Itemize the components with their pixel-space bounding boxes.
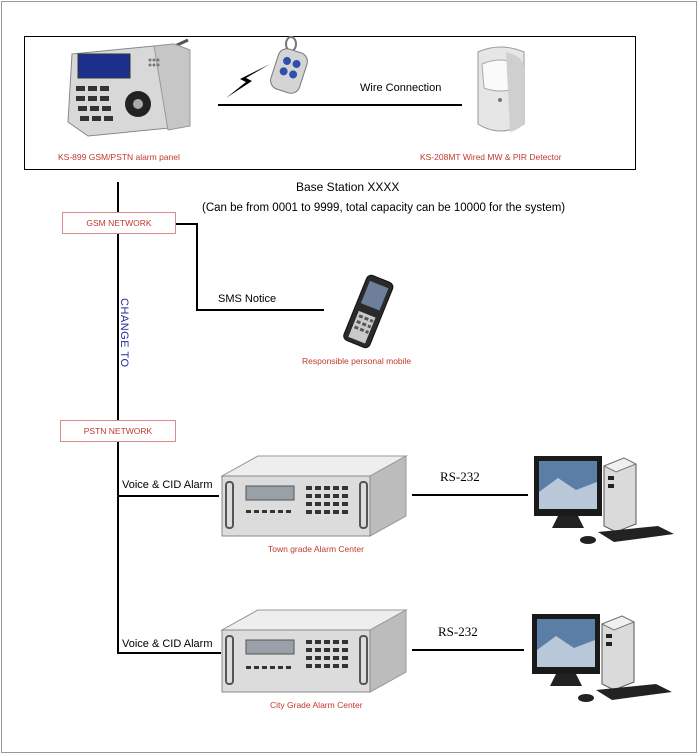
sms-notice-label: SMS Notice — [218, 293, 277, 305]
sms-line-h — [196, 309, 324, 311]
city-center-label: City Grade Alarm Center — [270, 700, 363, 710]
town-rs232-line — [412, 494, 528, 496]
change-to-label: CHANGE TO — [118, 298, 130, 368]
panel-label: KS-899 GSM/PSTN alarm panel — [58, 152, 180, 162]
city-voice-label: Voice & CID Alarm — [122, 638, 213, 650]
town-alarm-center-icon — [220, 455, 408, 537]
city-alarm-center-icon — [220, 609, 408, 693]
city-rs232-label: RS-232 — [438, 624, 478, 639]
base-station-note: (Can be from 0001 to 9999, total capacit… — [202, 202, 566, 214]
mobile-label: Responsible personal mobile — [302, 356, 412, 366]
wire-connection-line — [218, 104, 462, 106]
gsm-network-box: GSM NETWORK — [62, 212, 176, 234]
city-computer-icon — [532, 614, 672, 702]
remote-control-icon — [270, 36, 308, 94]
town-rs232-label: RS-232 — [440, 469, 480, 484]
gsm-to-sms-line-h — [176, 223, 198, 225]
town-computer-icon — [534, 456, 674, 544]
main-vertical-line — [117, 182, 119, 654]
gsm-to-sms-line-v — [196, 223, 198, 311]
pstn-network-box: PSTN NETWORK — [60, 420, 176, 442]
detector-label: KS-208MT Wired MW & PIR Detector — [420, 152, 562, 162]
base-station-title: Base Station XXXX — [296, 180, 400, 194]
wire-connection-label: Wire Connection — [360, 82, 442, 94]
town-branch-line — [117, 495, 219, 497]
town-voice-label: Voice & CID Alarm — [122, 479, 213, 491]
city-rs232-line — [412, 649, 524, 651]
city-branch-line — [117, 652, 221, 654]
equipment-box — [24, 36, 636, 170]
mobile-phone-icon — [343, 274, 394, 349]
alarm-panel-icon — [67, 38, 191, 137]
town-center-label: Town grade Alarm Center — [268, 544, 364, 554]
wireless-signal-icon — [226, 64, 270, 98]
pir-detector-icon — [477, 46, 525, 132]
